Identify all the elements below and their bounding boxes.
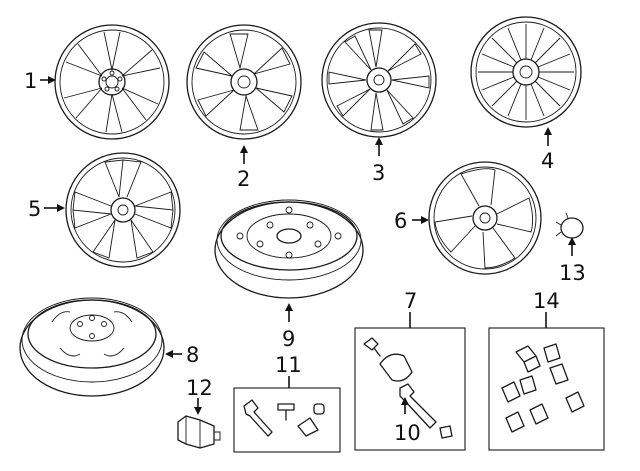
callout-12: 12 (186, 376, 213, 400)
callout-11: 11 (275, 353, 302, 377)
callout-6: 6 (394, 209, 407, 233)
callout-7: 7 (404, 289, 417, 313)
wheel-9-spare[interactable] (214, 199, 364, 299)
wheel-8[interactable] (19, 297, 165, 397)
lug-nut-12[interactable] (177, 415, 221, 449)
lug-nut-kit-box-14[interactable] (488, 327, 605, 451)
wheel-2[interactable] (186, 24, 302, 140)
callout-8: 8 (186, 343, 199, 367)
callout-3: 3 (372, 161, 385, 185)
callout-9: 9 (282, 327, 295, 351)
callout-labels: 1 2 3 4 5 6 13 8 9 11 12 7 10 14 (24, 69, 586, 445)
center-cap-13[interactable] (555, 212, 584, 239)
wheel-5[interactable] (65, 152, 181, 268)
callout-4: 4 (541, 149, 554, 173)
callout-13: 13 (559, 261, 586, 285)
valve-stem-kit-box-11[interactable] (233, 387, 341, 453)
wheel-6[interactable] (428, 161, 542, 275)
wheel-4[interactable] (470, 16, 582, 128)
wheel-3[interactable] (321, 22, 437, 138)
leader-lines (40, 76, 576, 415)
callout-14: 14 (533, 289, 560, 313)
wheel-1[interactable] (54, 24, 170, 140)
tpms-sensor-box-7[interactable] (354, 327, 466, 451)
callout-1: 1 (24, 69, 37, 93)
callout-2: 2 (237, 167, 250, 191)
callout-10: 10 (394, 421, 421, 445)
callout-5: 5 (28, 197, 41, 221)
